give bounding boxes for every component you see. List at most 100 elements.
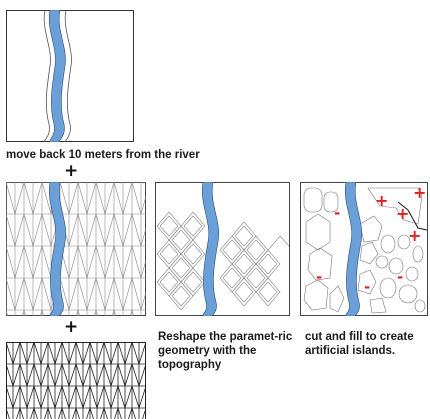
lattice-line bbox=[138, 385, 146, 409]
lattice-line bbox=[41, 213, 52, 247]
lattice-line bbox=[68, 213, 79, 247]
lattice-line bbox=[95, 245, 106, 279]
lattice-line bbox=[96, 363, 105, 387]
lattice-line bbox=[124, 385, 133, 409]
lattice-line bbox=[19, 342, 28, 365]
lattice-line bbox=[131, 407, 136, 419]
lattice-line bbox=[122, 213, 133, 247]
lattice-line bbox=[61, 407, 66, 419]
lattice-line bbox=[47, 363, 56, 387]
step-2-caption: Reshape the paramet-ric geometry with th… bbox=[158, 331, 293, 371]
lattice-line bbox=[86, 407, 91, 419]
lattice-line bbox=[47, 407, 52, 419]
parametric-grid-panel bbox=[6, 182, 146, 316]
lattice-line bbox=[19, 363, 28, 387]
lattice-line bbox=[40, 309, 43, 316]
lattice-line bbox=[110, 363, 119, 387]
lattice-line bbox=[32, 277, 43, 311]
lattice-line bbox=[54, 363, 63, 387]
lattice-line bbox=[14, 182, 25, 215]
setback-line-right bbox=[64, 10, 72, 142]
lattice-line bbox=[12, 342, 21, 365]
lattice-line bbox=[68, 277, 79, 311]
lattice-line bbox=[77, 309, 80, 316]
lattice-line bbox=[131, 213, 142, 247]
lattice-line bbox=[12, 363, 21, 387]
lattice-line bbox=[61, 363, 70, 387]
lattice-line bbox=[6, 277, 16, 311]
lattice-line bbox=[96, 342, 105, 365]
river bbox=[48, 10, 66, 142]
triangulated-grid-diagram bbox=[6, 342, 146, 419]
lattice-line bbox=[75, 342, 84, 365]
step-3-caption: cut and fill to create artificial island… bbox=[305, 331, 414, 357]
lattice-line bbox=[19, 407, 24, 419]
lattice-line bbox=[41, 277, 52, 311]
lattice-line bbox=[131, 182, 142, 215]
lattice-line bbox=[6, 182, 16, 215]
lattice-line bbox=[47, 385, 56, 409]
lattice-line bbox=[47, 342, 56, 365]
lattice-line bbox=[104, 277, 115, 311]
lattice-line bbox=[33, 342, 42, 365]
lattice-line bbox=[23, 213, 34, 247]
lattice-line bbox=[77, 213, 88, 247]
fill-plus-mark: + bbox=[413, 183, 427, 202]
lattice-line bbox=[12, 385, 21, 409]
reshaped-geometry-diagram bbox=[155, 182, 290, 316]
lattice-line bbox=[82, 363, 91, 387]
river bbox=[48, 182, 67, 316]
island-shapes bbox=[303, 187, 426, 314]
lattice-line bbox=[124, 363, 133, 387]
lattice-line bbox=[23, 182, 34, 215]
lattice-line bbox=[103, 385, 112, 409]
lattice-line bbox=[68, 385, 77, 409]
lattice-line bbox=[140, 291, 146, 311]
lattice-line bbox=[75, 385, 84, 409]
lattice-line bbox=[61, 385, 70, 409]
lattice-line bbox=[33, 363, 42, 387]
lattice-line bbox=[103, 407, 108, 419]
river-setback-diagram bbox=[6, 10, 134, 142]
lattice-line bbox=[122, 277, 133, 311]
lattice-line bbox=[112, 309, 115, 316]
setback-line-left bbox=[43, 10, 51, 142]
lattice-line bbox=[41, 245, 52, 279]
lattice-line bbox=[68, 182, 79, 215]
lattice-line bbox=[131, 245, 142, 279]
lattice-line bbox=[122, 245, 133, 279]
lattice-line bbox=[89, 385, 98, 409]
lattice-line bbox=[114, 407, 119, 419]
lattice-line bbox=[103, 342, 112, 365]
lattice-line bbox=[104, 213, 115, 247]
lattice-line bbox=[33, 407, 38, 419]
islands-panel: + + + + - - - - bbox=[300, 182, 428, 316]
lattice-line bbox=[59, 309, 62, 316]
lattice-line bbox=[95, 182, 106, 215]
lattice-line bbox=[140, 195, 146, 215]
lattice-line bbox=[86, 182, 97, 215]
lattice-line bbox=[117, 407, 122, 419]
lattice-line bbox=[117, 363, 126, 387]
lattice-line bbox=[86, 277, 97, 311]
lattice-line bbox=[16, 407, 21, 419]
parametric-grid-diagram bbox=[6, 182, 146, 316]
lattice-line bbox=[40, 363, 49, 387]
embankment-line bbox=[397, 201, 428, 231]
lattice-line bbox=[23, 277, 34, 311]
cut-minus-mark: - bbox=[364, 278, 371, 296]
lattice-line bbox=[59, 277, 70, 311]
step-1-caption: move back 10 meters from the river bbox=[6, 149, 200, 161]
lattice-line bbox=[131, 342, 140, 365]
lattice-line bbox=[68, 245, 79, 279]
fill-plus-mark: + bbox=[375, 191, 389, 210]
lattice-line bbox=[14, 213, 25, 247]
lattice-line bbox=[33, 385, 42, 409]
lattice-line bbox=[82, 342, 91, 365]
lattice-line bbox=[124, 342, 133, 365]
lattice-line bbox=[75, 407, 80, 419]
lattice-line bbox=[14, 245, 25, 279]
lattice-line bbox=[32, 182, 43, 215]
cut-minus-mark: - bbox=[316, 268, 323, 286]
lattice-line bbox=[30, 407, 35, 419]
